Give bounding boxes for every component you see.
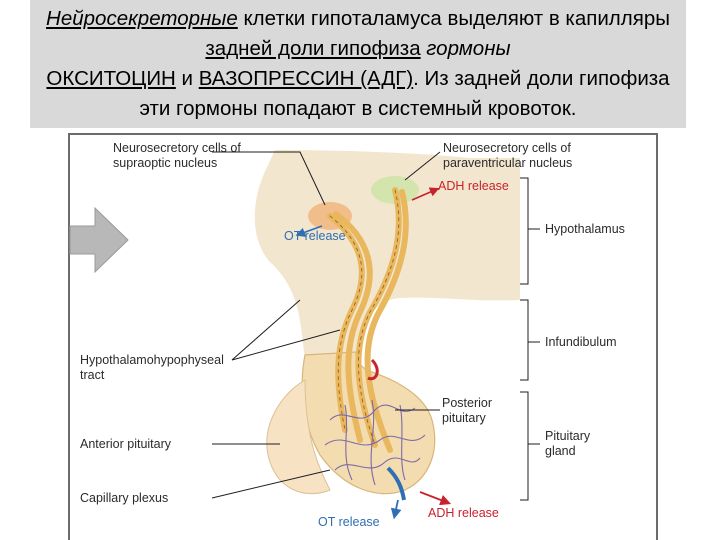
label-tract-2: tract	[80, 368, 105, 382]
adh-arrow-bottom	[420, 492, 446, 502]
label-adh-release-top: ADH release	[438, 179, 509, 193]
label-ot-release-top: OT release	[284, 229, 346, 243]
label-posterior-1: Posterior	[442, 396, 492, 410]
label-infundibulum: Infundibulum	[545, 335, 617, 349]
region-brackets	[520, 178, 540, 500]
label-posterior-2: pituitary	[442, 411, 487, 425]
ot-arrow-bottom	[395, 500, 398, 514]
label-paraventricular-1: Neurosecretory cells of	[443, 141, 571, 155]
label-pituitary-2: gland	[545, 444, 576, 458]
label-ot-release-bottom: OT release	[318, 515, 380, 529]
label-supraoptic-1: Neurosecretory cells of	[113, 141, 241, 155]
label-tract-1: Hypothalamohypophyseal	[80, 353, 224, 367]
label-adh-release-bottom: ADH release	[428, 506, 499, 520]
label-hypothalamus: Hypothalamus	[545, 222, 625, 236]
label-pituitary-1: Pituitary	[545, 429, 591, 443]
label-anterior-pituitary: Anterior pituitary	[80, 437, 172, 451]
label-paraventricular-2: paraventricular nucleus	[443, 156, 572, 170]
right-arrow-icon	[70, 208, 128, 272]
label-capillary-plexus: Capillary plexus	[80, 491, 168, 505]
label-supraoptic-2: supraoptic nucleus	[113, 156, 217, 170]
